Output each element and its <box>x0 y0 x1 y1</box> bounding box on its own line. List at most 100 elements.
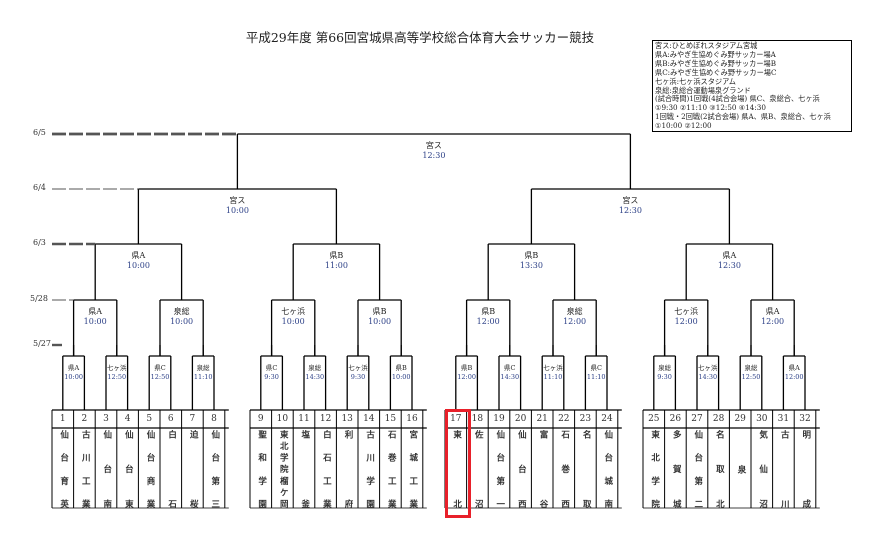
team-name: 利府 <box>342 430 353 508</box>
legend-line: ①9:30 ②11:10 ③12:50 ④14:30 <box>655 103 766 113</box>
match-time: 14:30 <box>698 373 718 381</box>
match-venue: 県B <box>460 364 473 372</box>
legend-line: 宮ス:ひとめぼれスタジアム宮城 <box>655 41 758 50</box>
match-time: 12:00 <box>784 373 804 381</box>
team-name: 東北学院榴ケ岡 <box>278 430 289 508</box>
match-venue: 県A <box>67 364 80 372</box>
team-number: 30 <box>756 414 768 424</box>
match-time: 10:00 <box>170 317 194 326</box>
match-time: 10:00 <box>391 373 411 381</box>
team-number: 32 <box>799 414 811 424</box>
match-venue: 七ヶ浜 <box>698 364 718 372</box>
match-venue: 七ヶ浜 <box>543 364 563 372</box>
match-venue: 宮ス <box>425 141 442 150</box>
team-number: 8 <box>211 414 217 424</box>
match-time: 12:50 <box>150 373 170 381</box>
match-venue: 県B <box>395 364 407 372</box>
team-name: 塩釜 <box>299 430 310 508</box>
legend-line: (試合時間)1回戦(4試合会場) 県C、泉総合、七ヶ浜 <box>655 94 820 104</box>
team-number: 24 <box>601 414 613 424</box>
team-number: 28 <box>712 414 725 424</box>
team-number: 12 <box>319 414 332 424</box>
match-time: 10:00 <box>225 206 249 215</box>
team-number: 6 <box>167 414 174 424</box>
team-number: 23 <box>579 414 592 424</box>
team-number: 16 <box>406 414 418 424</box>
match-venue: 泉総 <box>566 307 583 316</box>
match-time: 9:30 <box>264 373 279 381</box>
team-number: 22 <box>558 414 570 424</box>
match-time: 14:30 <box>305 373 325 381</box>
team-name: 白石工業 <box>321 430 332 508</box>
match-venue: 宮ス <box>622 196 639 205</box>
team-name: 佐沼 <box>473 430 484 508</box>
match-venue: 県C <box>265 364 278 372</box>
match-venue: 県C <box>504 364 516 372</box>
match-venue: 県A <box>88 307 103 316</box>
team-number: 29 <box>734 414 746 424</box>
legend-line: 七ヶ浜:七ヶ浜スタジアム <box>655 76 736 86</box>
legend-line: 県B:みやぎ生協めぐみ野サッカー場B <box>655 58 777 68</box>
highlight-box <box>445 409 471 518</box>
match-time: 12:50 <box>107 373 127 381</box>
team-number: 13 <box>341 414 353 424</box>
match-venue: 泉総 <box>744 364 758 372</box>
team-number: 3 <box>103 414 109 424</box>
match-venue: 県A <box>131 251 146 260</box>
match-time: 12:00 <box>563 317 587 326</box>
match-time: 10:00 <box>83 317 107 326</box>
match-venue: 県B <box>524 251 539 260</box>
match-venue: 県B <box>372 307 387 316</box>
date-label: 5/27 <box>33 339 51 348</box>
date-label: 5/28 <box>30 294 48 303</box>
team-name: 東北学院 <box>649 430 660 508</box>
team-name: 古川工業 <box>80 430 91 508</box>
team-name: 富谷 <box>537 430 548 508</box>
team-name: 東北 <box>451 430 462 508</box>
team-name: 古川学園 <box>364 430 375 508</box>
match-venue: 宮ス <box>229 196 246 205</box>
team-number: 20 <box>514 414 527 424</box>
match-venue: 泉総 <box>308 364 322 372</box>
team-number: 25 <box>648 414 660 424</box>
team-name: 仙台第三 <box>209 430 220 508</box>
match-time: 9:30 <box>657 373 672 381</box>
team-number: 11 <box>298 414 310 424</box>
date-label: 6/4 <box>33 183 46 192</box>
match-venue: 七ヶ浜 <box>281 307 306 316</box>
team-name: 仙台第一 <box>494 430 505 508</box>
match-time: 12:50 <box>741 373 761 381</box>
team-number: 18 <box>471 414 484 424</box>
match-time: 13:30 <box>519 261 543 270</box>
team-name: 宮城工業 <box>407 430 418 508</box>
match-time: 12:00 <box>476 317 500 326</box>
team-name: 石巻西 <box>559 430 570 508</box>
match-time: 11:00 <box>324 261 348 270</box>
match-venue: 県C <box>590 364 602 372</box>
match-time: 10:00 <box>281 317 305 326</box>
date-label: 6/3 <box>33 238 46 247</box>
team-number: 10 <box>276 414 289 424</box>
match-time: 14:30 <box>500 373 520 381</box>
match-time: 12:00 <box>674 317 698 326</box>
